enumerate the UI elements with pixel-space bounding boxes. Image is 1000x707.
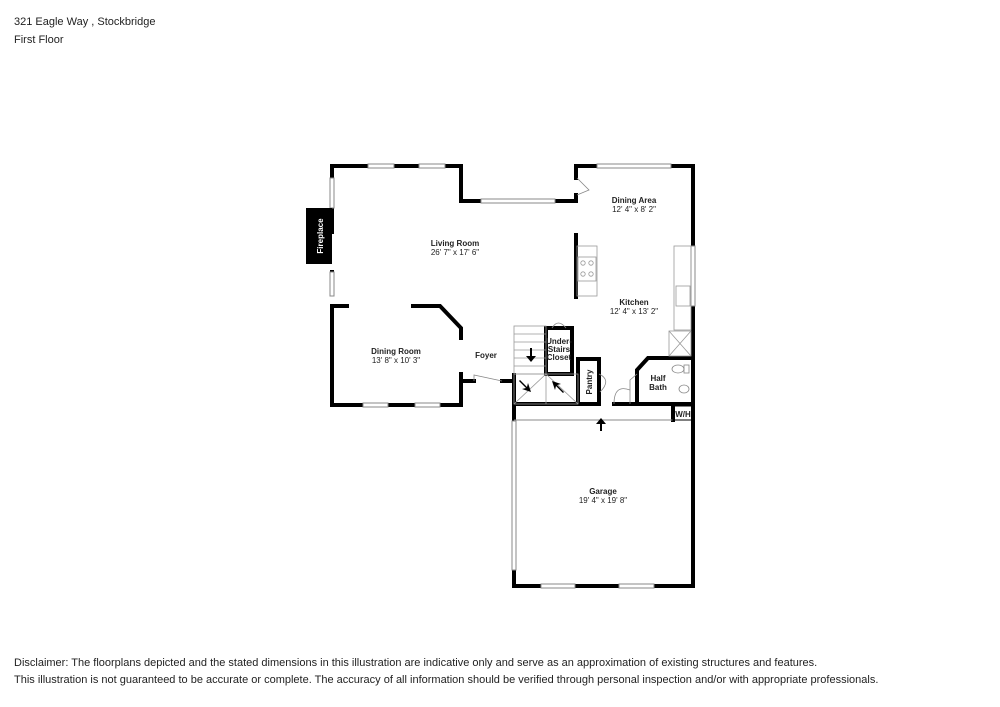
room-name-kitchen: Kitchen	[619, 298, 648, 307]
disclaimer-line-2: This illustration is not guaranteed to b…	[14, 674, 879, 686]
room-name-half-bath-1: Half	[650, 374, 665, 383]
fireplace-label: Fireplace	[316, 218, 325, 254]
room-name-under-stairs-1: Under-	[546, 337, 572, 346]
arrow-diag-icon	[519, 380, 531, 392]
arrow-diag-icon	[552, 381, 564, 393]
room-name-dining-area: Dining Area	[612, 196, 657, 205]
doors	[473, 177, 638, 405]
room-labels: Living Room 26' 7" x 17' 6" Dining Area …	[371, 196, 691, 505]
water-heater-box	[672, 405, 694, 421]
arrow-down-icon	[526, 348, 536, 362]
property-address: 321 Eagle Way , Stockbridge	[14, 16, 156, 28]
bath-fixtures	[671, 364, 690, 394]
room-name-foyer: Foyer	[475, 351, 497, 360]
windows	[329, 163, 696, 589]
room-dims-dining-area: 12' 4" x 8' 2"	[612, 205, 656, 214]
stair-arrows	[519, 348, 606, 431]
room-name-pantry: Pantry	[585, 369, 594, 394]
room-name-dining-room: Dining Room	[371, 347, 421, 356]
room-name-garage: Garage	[589, 487, 617, 496]
room-dims-living-room: 26' 7" x 17' 6"	[431, 248, 479, 257]
room-dims-kitchen: 12' 4" x 13' 2"	[610, 307, 658, 316]
room-name-living-room: Living Room	[431, 239, 479, 248]
room-name-under-stairs-2: Stairs	[548, 345, 571, 354]
fireplace: Fireplace	[306, 208, 332, 264]
room-name-half-bath-2: Bath	[649, 383, 667, 392]
arrow-up-icon	[596, 418, 606, 431]
room-name-under-stairs-3: Closet	[547, 353, 572, 362]
kitchen-counters	[576, 245, 692, 357]
room-name-water-heater: W/H	[675, 410, 691, 419]
floor-label: First Floor	[14, 34, 64, 46]
room-dims-garage: 19' 4" x 19' 8"	[579, 496, 627, 505]
disclaimer-line-1: Disclaimer: The floorplans depicted and …	[14, 657, 818, 669]
room-dims-dining-room: 13' 8" x 10' 3"	[372, 356, 420, 365]
